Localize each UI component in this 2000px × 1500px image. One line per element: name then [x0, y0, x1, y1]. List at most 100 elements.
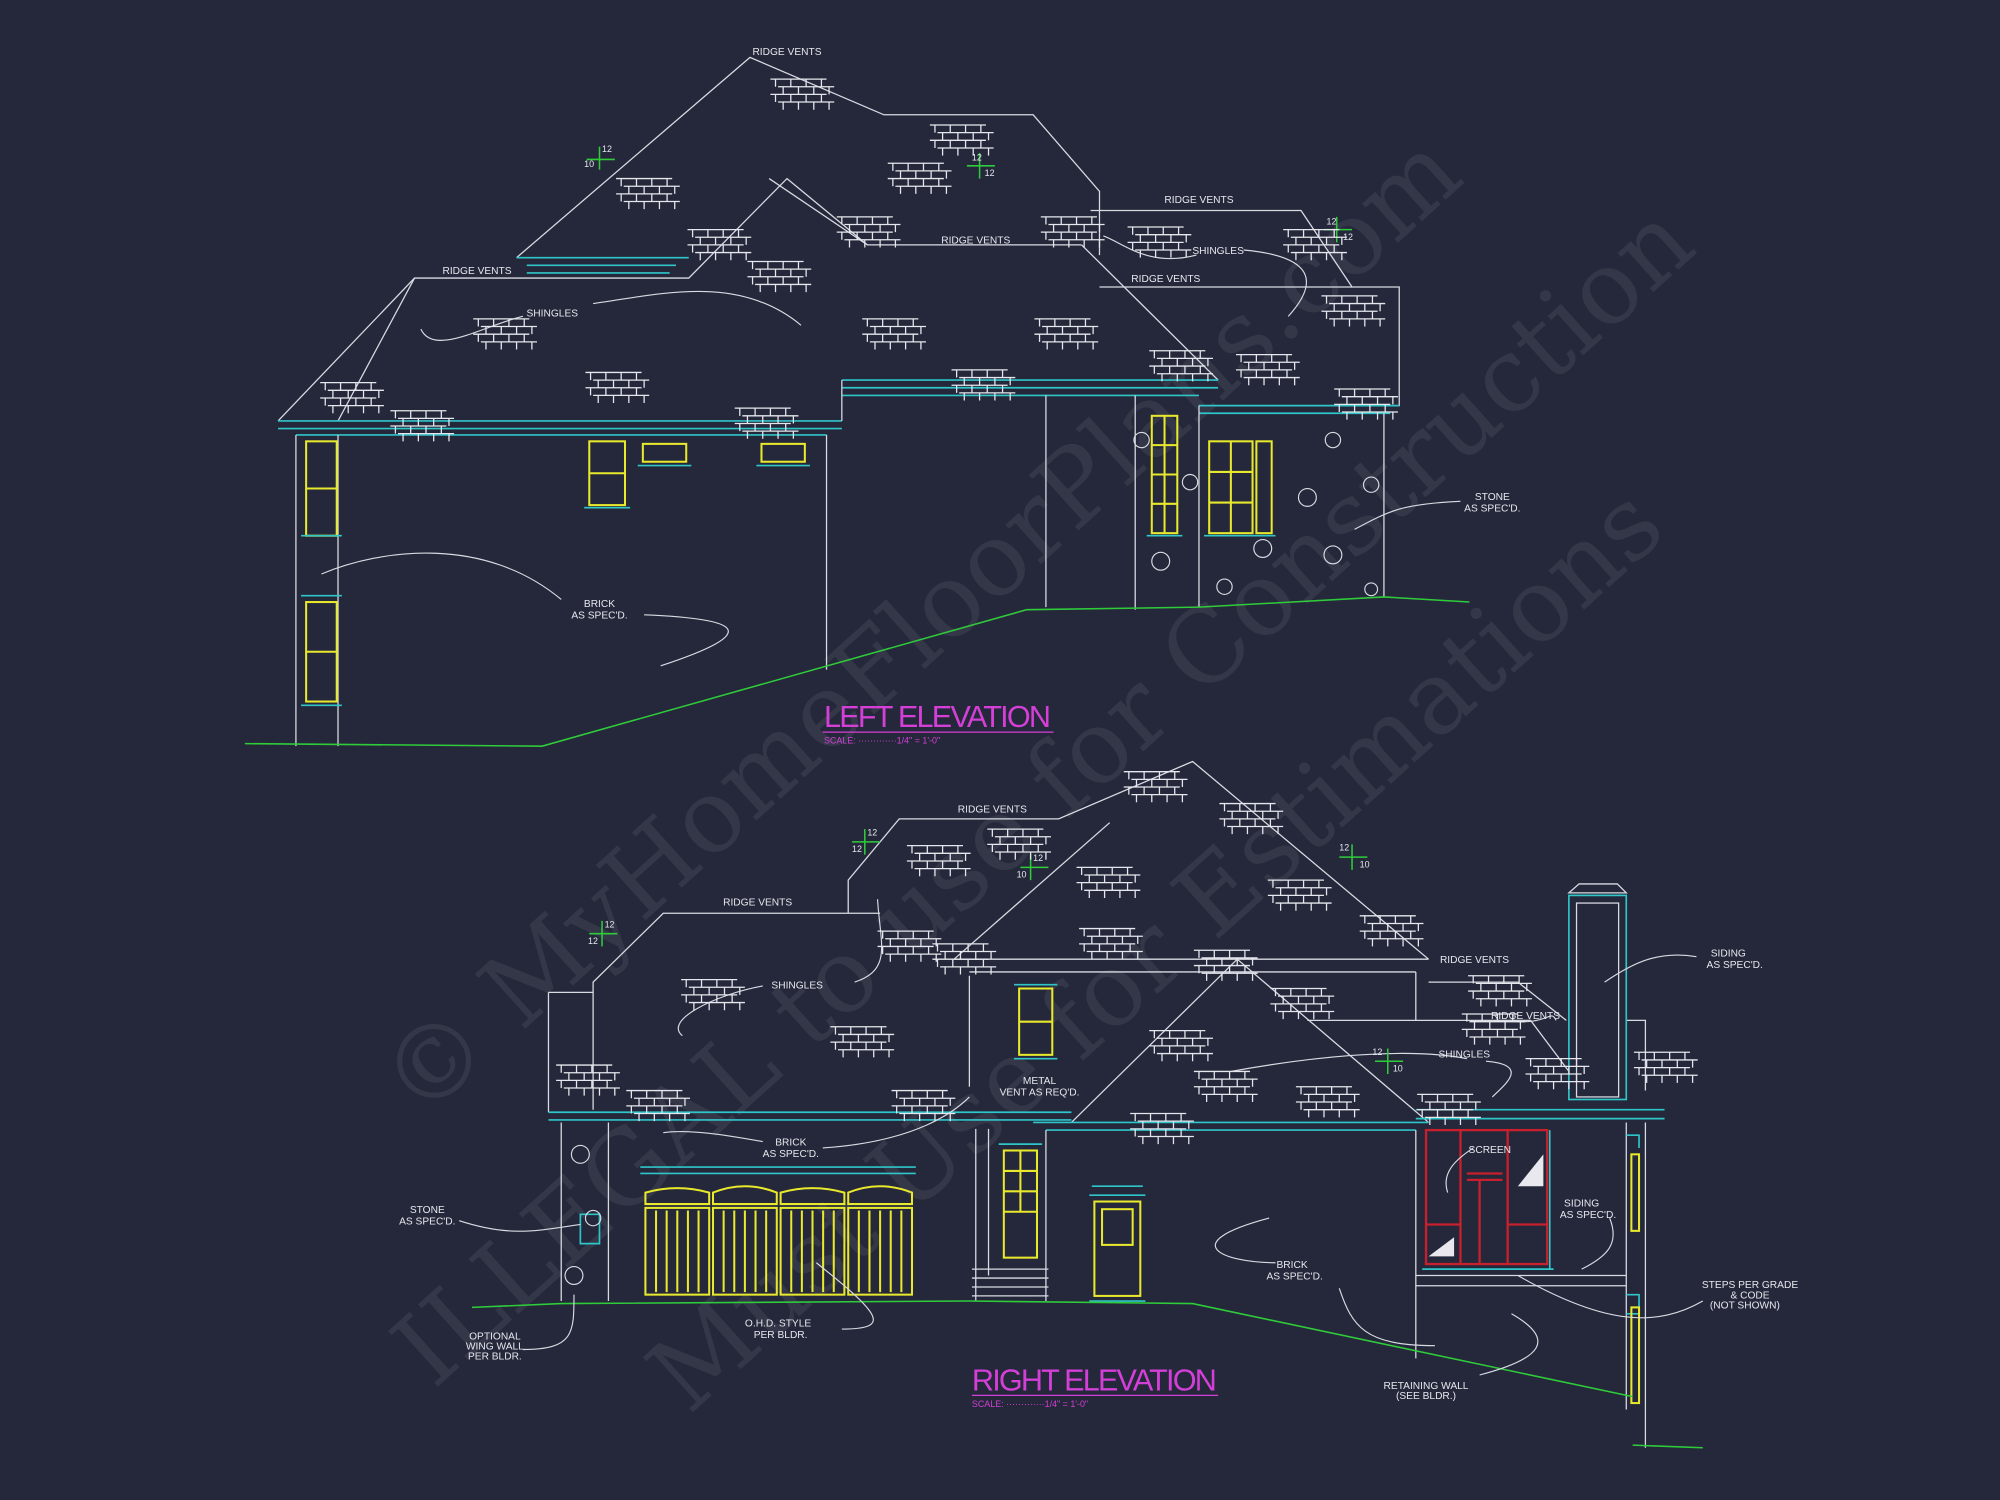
siding-label: AS SPEC'D. — [1707, 960, 1763, 971]
pitch-rise: 10 — [584, 159, 594, 169]
brick-hatch — [887, 162, 952, 194]
pitch-run: 12 — [605, 919, 615, 929]
brick-hatch — [1235, 353, 1300, 386]
steps-label: STEPS PER GRADE — [1702, 1280, 1798, 1291]
ridge-vents-label: RIDGE VENTS — [1440, 955, 1509, 966]
brick-hatch — [1123, 771, 1188, 803]
screen-porch — [1422, 1128, 1554, 1270]
brick-hatch — [585, 371, 650, 404]
brick-hatch — [877, 930, 942, 962]
ridge-vents-label: RIDGE VENTS — [1491, 1011, 1560, 1022]
right-roof-lines — [547, 760, 1665, 1131]
brick-hatch — [1525, 1058, 1590, 1090]
right-grade-line — [471, 1300, 1703, 1449]
pitch-run: 12 — [972, 153, 982, 163]
brick-hatch — [626, 1089, 691, 1122]
shingle-brick-hatching — [320, 78, 1698, 1145]
brick-hatch — [1334, 388, 1398, 420]
pitch-run: 12 — [1033, 853, 1043, 863]
stone-label: AS SPEC'D. — [399, 1216, 455, 1227]
brick-label: AS SPEC'D. — [763, 1149, 819, 1160]
brick-hatch — [556, 1064, 620, 1096]
left-labels: RIDGE VENTS RIDGE VENTS RIDGE VENTS RIDG… — [443, 47, 1521, 622]
brick-hatch — [1267, 879, 1332, 911]
siding-label: AS SPEC'D. — [1560, 1210, 1616, 1221]
brick-hatch — [1127, 226, 1192, 258]
brick-hatch — [1079, 927, 1143, 960]
left-grade-line — [244, 596, 1470, 747]
ridge-vents-label: RIDGE VENTS — [723, 898, 792, 909]
brick-hatch — [687, 228, 752, 261]
right-elevation-title: RIGHT ELEVATION — [972, 1363, 1217, 1397]
garage-door — [640, 1166, 916, 1296]
pitch-rise: 10 — [1360, 859, 1370, 869]
brick-hatch — [1295, 1086, 1360, 1118]
left-pitch-symbols: 12 10 12 12 12 12 — [584, 144, 1353, 243]
brick-hatch — [906, 845, 971, 877]
pitch-run: 12 — [1327, 216, 1337, 226]
pitch-rise: 12 — [1343, 232, 1353, 242]
brick-hatch — [987, 828, 1052, 860]
brick-hatch — [1633, 1051, 1698, 1083]
pitch-run: 12 — [602, 144, 612, 154]
brick-hatch — [1283, 228, 1347, 261]
brick-hatch — [830, 1026, 895, 1058]
brick-hatch — [681, 978, 745, 1011]
brick-hatch — [616, 177, 680, 210]
shingles-label: SHINGLES — [1439, 1049, 1491, 1060]
pitch-rise: 12 — [985, 168, 995, 178]
right-leaders — [459, 899, 1704, 1376]
pitch-run: 12 — [1339, 843, 1349, 853]
screen-label: SCREEN — [1469, 1145, 1511, 1156]
metal-vent-label: METAL — [1023, 1076, 1057, 1087]
brick-hatch — [1219, 802, 1284, 835]
ridge-vents-label: RIDGE VENTS — [752, 47, 821, 58]
brick-label: AS SPEC'D. — [571, 611, 627, 622]
brick-hatch — [951, 369, 1016, 401]
brick-hatch — [862, 318, 927, 350]
right-elevation-scale: SCALE: ·············1/4" = 1'-0" — [972, 1399, 1088, 1409]
left-roof-lines — [277, 56, 1400, 436]
siding-label: SIDING — [1564, 1199, 1599, 1210]
brick-hatch — [891, 1089, 956, 1122]
right-windows — [998, 983, 1641, 1405]
pitch-run: 12 — [867, 827, 877, 837]
brick-hatch — [1193, 1070, 1258, 1103]
stone-label: STONE — [410, 1205, 445, 1216]
brick-hatch — [1076, 866, 1141, 898]
stone-label: STONE — [1475, 492, 1510, 503]
brick-hatch — [1040, 216, 1105, 248]
pitch-rise: 12 — [852, 844, 862, 854]
ridge-vents-label: RIDGE VENTS — [443, 266, 512, 277]
pitch-rise: 10 — [1393, 1063, 1403, 1073]
brick-label: BRICK — [1277, 1260, 1308, 1271]
shingles-label: SHINGLES — [1192, 246, 1244, 257]
ohd-label: PER BLDR. — [754, 1330, 808, 1341]
left-elevation: RIDGE VENTS RIDGE VENTS RIDGE VENTS RIDG… — [244, 47, 1521, 747]
left-windows — [301, 414, 1276, 707]
right-labels: RIDGE VENTS RIDGE VENTS RIDGE VENTS RIDG… — [399, 804, 1798, 1402]
wing-wall-label: WING WALL — [466, 1341, 524, 1352]
brick-hatch — [1149, 1029, 1214, 1062]
brick-hatch — [1034, 318, 1099, 350]
brick-hatch — [929, 124, 994, 156]
ridge-vents-label: RIDGE VENTS — [941, 236, 1010, 247]
brick-hatch — [1321, 295, 1386, 327]
pitch-rise: 10 — [1017, 870, 1027, 880]
pitch-rise: 12 — [588, 936, 598, 946]
left-walls — [295, 395, 1385, 747]
brick-hatch — [1359, 915, 1424, 947]
brick-hatch — [1130, 1112, 1194, 1145]
left-leaders — [321, 235, 1461, 667]
brick-hatch — [932, 943, 997, 975]
brick-hatch — [1270, 987, 1335, 1020]
brick-hatch — [1461, 1013, 1526, 1045]
brick-hatch — [1468, 975, 1532, 1007]
brick-hatch — [473, 318, 537, 350]
shingles-label: SHINGLES — [527, 308, 579, 319]
ridge-vents-label: RIDGE VENTS — [958, 804, 1027, 815]
right-pitch-symbols: 12 12 12 12 12 10 12 10 12 10 — [588, 827, 1404, 1074]
brick-hatch — [320, 382, 384, 414]
left-elevation-title: LEFT ELEVATION — [824, 700, 1051, 734]
